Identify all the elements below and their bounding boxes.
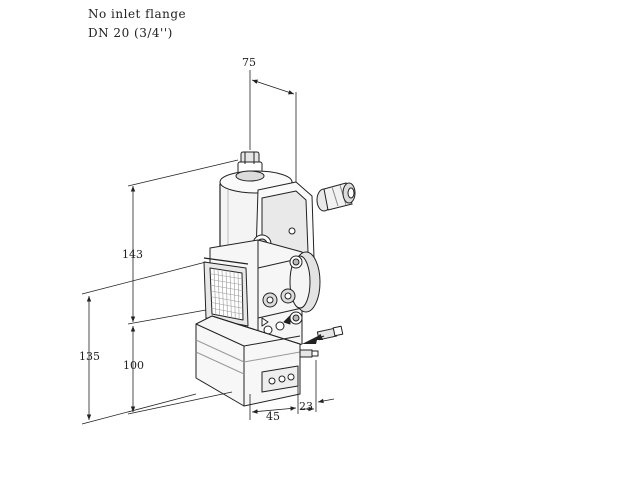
filter-grid-line xyxy=(229,271,232,318)
filter-grid-line xyxy=(210,290,243,297)
caption-no-inlet-flange: No inlet flange xyxy=(88,7,187,21)
fitting-pointer-arrow xyxy=(302,333,325,344)
filter-grid-line xyxy=(233,271,236,319)
caption-dn-size: DN 20 (3/4'') xyxy=(88,26,173,40)
dimension-label-lower-height: 100 xyxy=(123,359,144,372)
cable-gland xyxy=(316,182,356,212)
inlet-filter-grid xyxy=(203,257,249,327)
test-nipple xyxy=(299,349,319,358)
dimension-label-side-offset: 23 xyxy=(299,400,313,413)
dimension-label-total-height: 135 xyxy=(79,350,100,363)
dimension-lines xyxy=(81,70,335,425)
dimension-label-upper-height: 143 xyxy=(122,248,143,261)
valve-body xyxy=(195,151,344,407)
dimension-label-bottom-width: 45 xyxy=(266,410,280,423)
filter-grid-line xyxy=(237,272,240,320)
filter-grid-line xyxy=(211,307,243,315)
filter-grid-line xyxy=(211,296,243,303)
filter-grid-line xyxy=(211,302,243,309)
dimension-label-top-width: 75 xyxy=(242,56,256,69)
lower-module xyxy=(195,315,301,407)
